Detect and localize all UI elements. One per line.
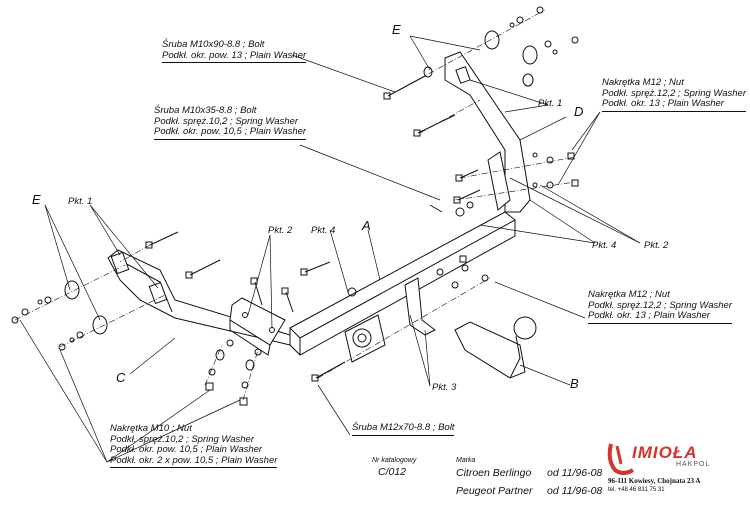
pkt2-mid: Pkt. 2	[268, 225, 293, 236]
socket-plate	[344, 314, 386, 363]
pkt2-right: Pkt. 2	[644, 240, 669, 251]
pkt1-left: Pkt. 1	[68, 196, 93, 207]
label-nut-m12-mid: Nakrętka M12 ; Nut Podkł. spręż.12,2 ; S…	[588, 289, 732, 324]
brand-name: IMIOŁA	[632, 443, 698, 462]
clamp-plate-left	[229, 297, 286, 356]
pkt4-right: Pkt. 4	[592, 240, 617, 251]
label-bolt-m12x70: Śruba M12x70-8.8 ; Bolt	[352, 422, 455, 436]
bracket-d	[444, 51, 531, 213]
washers-nuts	[11, 6, 579, 406]
leader-lines	[19, 35, 641, 463]
letter-d: D	[574, 104, 584, 119]
label-nut-m12-top: Nakrętka M12 ; Nut Podkł. spręż.12,2 ; S…	[602, 77, 746, 112]
letter-a: A	[362, 218, 371, 233]
letter-e-left: E	[32, 192, 41, 207]
catalog-row-date: od 11/96-08	[547, 467, 603, 479]
label-bolt-m10x35: Śruba M10x35-8.8 ; Bolt Podkł. spręż.10,…	[154, 105, 307, 140]
brand-address: 96-111 Kowiesy, Chojnata 23 A	[608, 477, 701, 485]
pkt1-top: Pkt. 1	[538, 98, 563, 109]
pkt4-mid: Pkt. 4	[311, 225, 336, 236]
letter-b: B	[570, 376, 579, 391]
label-bolt-m10x90: Śruba M10x90-8.8 ; Bolt Podkł. okr. pow.…	[162, 39, 307, 63]
catalog-row-date: od 11/96-08	[547, 485, 603, 497]
axis-lines	[14, 9, 576, 401]
catalog-nr-label: Nr katalogowy	[372, 457, 417, 464]
ball-mount-b	[454, 316, 537, 379]
catalog-row-model: Citroen Berlingo	[456, 467, 532, 479]
letter-e-top: E	[392, 22, 401, 37]
brand-logo-icon	[607, 443, 635, 475]
catalog-nr-value: C/012	[378, 466, 407, 478]
brand-sub: HAKPOL	[676, 461, 711, 468]
bolts	[145, 75, 481, 382]
catalog-marka-label: Marka	[456, 457, 476, 464]
pkt3: Pkt. 3	[432, 382, 457, 393]
label-nut-m10: Nakrętka M10 ; Nut Podkł. spręż.10,2 ; S…	[110, 423, 278, 468]
brand-phone: tel. +48 46 831 75 31	[608, 487, 665, 493]
brand-logo	[605, 440, 645, 481]
socket-bracket	[404, 277, 436, 336]
letter-c: C	[116, 370, 126, 385]
catalog-row-model: Peugeot Partner	[456, 485, 533, 497]
